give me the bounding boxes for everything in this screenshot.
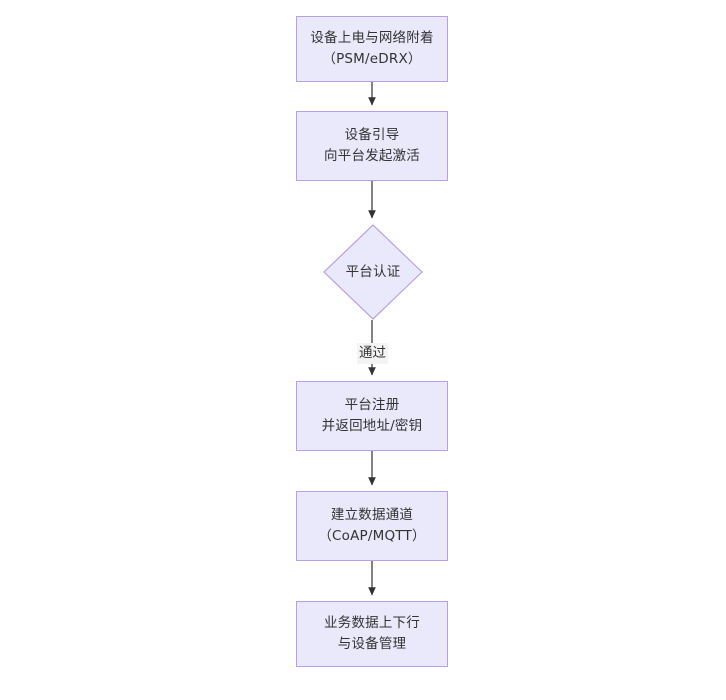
diamond-shape-icon: [323, 224, 423, 320]
edge-label-pass: 通过: [357, 343, 388, 364]
flow-node-label: 业务数据上下行 与设备管理: [324, 615, 420, 652]
flow-node-label: 平台注册 并返回地址/密钥: [321, 397, 423, 434]
flow-node-label: 设备上电与网络附着 （PSM/eDRX）: [310, 30, 434, 67]
flow-node-label: 建立数据通道 （CoAP/MQTT）: [318, 507, 426, 544]
flow-node-business-data[interactable]: 业务数据上下行 与设备管理: [296, 601, 448, 667]
flow-node-bootstrap[interactable]: 设备引导 向平台发起激活: [296, 111, 448, 181]
flow-node-platform-auth[interactable]: 平台认证: [323, 224, 423, 320]
flow-node-label: 设备引导 向平台发起激活: [324, 127, 420, 164]
flow-node-power-on[interactable]: 设备上电与网络附着 （PSM/eDRX）: [296, 16, 448, 82]
flow-node-label: 平台认证: [345, 263, 401, 280]
flow-node-platform-register[interactable]: 平台注册 并返回地址/密钥: [296, 381, 448, 451]
flow-node-data-channel[interactable]: 建立数据通道 （CoAP/MQTT）: [296, 491, 448, 561]
